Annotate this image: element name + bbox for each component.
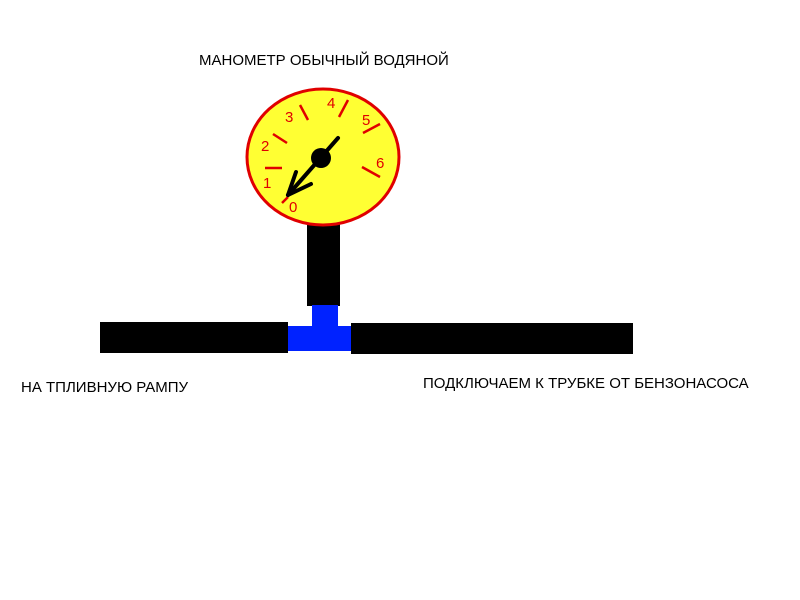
- left-pipe: [100, 322, 288, 353]
- scale-label-3: 3: [285, 109, 293, 126]
- pressure-gauge: 0 1 2 3 4 5 6: [245, 87, 401, 227]
- tee-horizontal: [288, 326, 352, 351]
- right-pipe-label: ПОДКЛЮЧАЕМ К ТРУБКЕ ОТ БЕНЗОНАСОСА: [423, 375, 749, 392]
- scale-label-5: 5: [362, 112, 370, 129]
- scale-label-2: 2: [261, 138, 269, 155]
- scale-label-4: 4: [327, 95, 335, 112]
- scale-label-6: 6: [376, 155, 384, 172]
- tick-6: [361, 165, 381, 179]
- scale-label-0: 0: [289, 199, 297, 216]
- gauge-needle: [286, 136, 340, 197]
- tick-5: [362, 122, 381, 135]
- left-pipe-label: НА ТПЛИВНУЮ РАМПУ: [21, 379, 189, 396]
- right-pipe: [351, 323, 633, 354]
- needle-hub: [311, 148, 331, 168]
- gauge-stem: [307, 222, 340, 306]
- tick-2: [272, 132, 288, 145]
- diagram-title: МАНОМЕТР ОБЫЧНЫЙ ВОДЯНОЙ: [199, 52, 449, 69]
- tick-3: [298, 104, 310, 121]
- tick-0: [281, 196, 289, 204]
- gauge-ticks: [265, 99, 381, 204]
- tee-vertical: [312, 305, 338, 329]
- scale-label-1: 1: [263, 175, 271, 192]
- tick-4: [337, 99, 350, 118]
